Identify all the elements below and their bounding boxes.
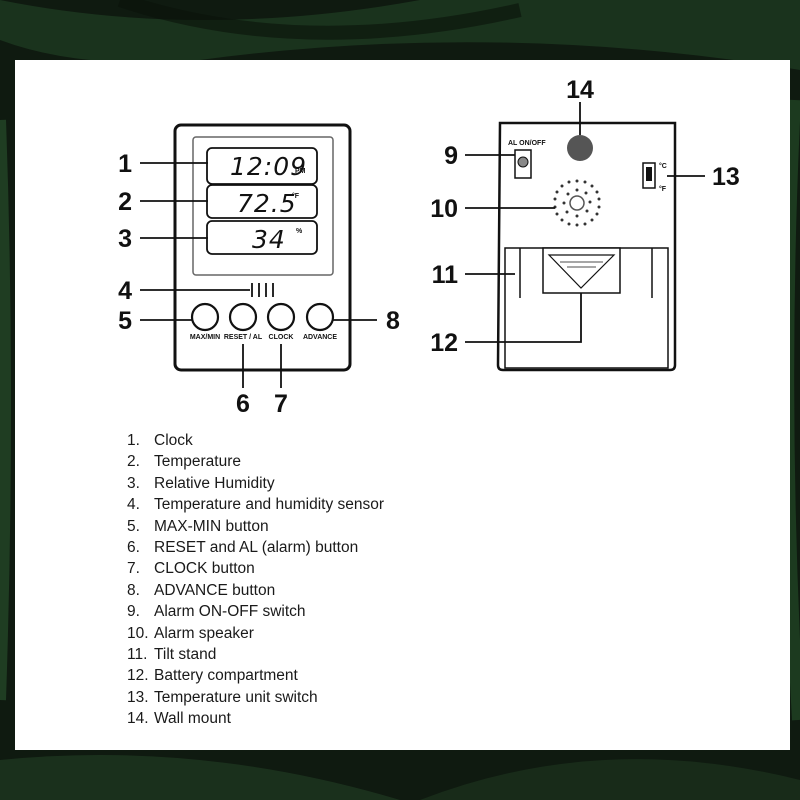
max-min-button-label: MAX/MIN (190, 334, 220, 341)
front-leader-lines (140, 162, 377, 388)
wall-mount-hole (567, 135, 593, 161)
callout-1: 1 (118, 150, 132, 178)
legend-item: 2.Temperature (127, 453, 242, 471)
legend-item: 13.Temperature unit switch (127, 688, 318, 706)
legend-item: 9.Alarm ON-OFF switch (127, 603, 306, 621)
sensor-grille (251, 283, 274, 297)
legend-item: 6.RESET and AL (alarm) button (127, 539, 359, 557)
legend-item: 4.Temperature and humidity sensor (127, 496, 385, 514)
clock-pm-indicator: PM (295, 168, 306, 175)
back-leader-lines (465, 102, 705, 343)
fahrenheit-label: °F (659, 185, 667, 193)
battery-cover-latch (547, 254, 616, 289)
callout-14: 14 (566, 76, 594, 104)
content-panel: 12:09 PM 72.5 °F 34 % MAX/MIN RESET / AL… (15, 60, 790, 750)
reset-al-button[interactable] (228, 302, 258, 332)
clock-display-frame (206, 147, 318, 185)
callout-8: 8 (386, 307, 400, 335)
humidity-unit-indicator: % (296, 228, 303, 235)
legend-item: 11.Tilt stand (127, 646, 217, 664)
reset-al-button-label: RESET / AL (224, 334, 263, 341)
callout-7: 7 (274, 390, 288, 418)
clock-button-label: CLOCK (269, 334, 294, 341)
callout-6: 6 (236, 390, 250, 418)
parts-legend: 1.Clock 2.Temperature 3.Relative Humidit… (127, 430, 384, 730)
device-diagram: 12:09 PM 72.5 °F 34 % MAX/MIN RESET / AL… (118, 76, 740, 418)
legend-item: 3.Relative Humidity (127, 474, 275, 492)
alarm-switch-label: AL ON/OFF (508, 140, 546, 147)
alarm-switch-knob (517, 156, 529, 168)
callout-12: 12 (430, 329, 458, 357)
humidity-readout: 34 (252, 225, 286, 254)
callout-5: 5 (118, 307, 132, 335)
legend-item: 1.Clock (127, 432, 193, 449)
legend-item: 7.CLOCK button (127, 560, 255, 578)
legend-item: 5.MAX-MIN button (127, 517, 269, 535)
legend-item: 14.Wall mount (127, 710, 231, 728)
unit-switch-slider (646, 167, 652, 181)
back-view: AL ON/OFF °C °F (496, 121, 677, 372)
callout-4: 4 (118, 277, 132, 305)
legend-item: 12.Battery compartment (127, 667, 298, 685)
advance-button-label: ADVANCE (303, 334, 337, 341)
celsius-label: °C (659, 162, 667, 170)
clock-readout: 12:09 (230, 152, 307, 181)
callout-13: 13 (712, 163, 740, 191)
alarm-speaker-grille (553, 179, 601, 227)
legend-item: 10.Alarm speaker (127, 624, 254, 642)
max-min-button[interactable] (190, 302, 220, 332)
advance-button[interactable] (305, 302, 335, 332)
callout-11: 11 (432, 261, 459, 289)
temperature-unit-indicator: °F (292, 192, 300, 200)
callout-9: 9 (444, 142, 458, 170)
temperature-readout: 72.5 (237, 189, 297, 218)
clock-button[interactable] (266, 302, 296, 332)
legend-item: 8.ADVANCE button (127, 581, 276, 599)
callout-3: 3 (118, 225, 132, 253)
callout-2: 2 (118, 188, 132, 216)
front-view: 12:09 PM 72.5 °F 34 % MAX/MIN RESET / AL… (173, 123, 352, 372)
callout-10: 10 (430, 195, 458, 223)
